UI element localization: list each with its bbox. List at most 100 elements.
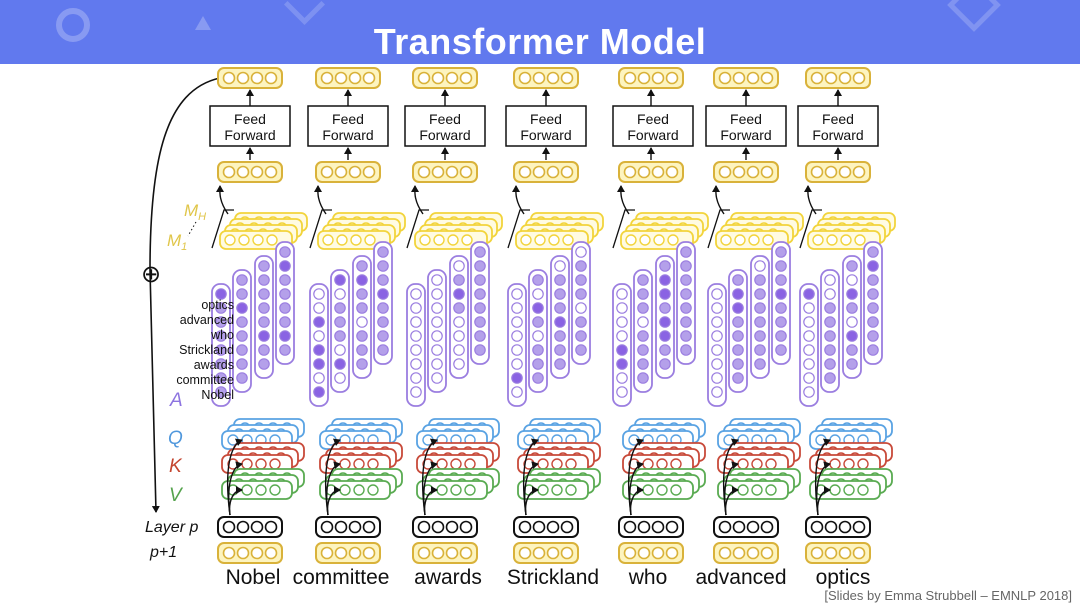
unit-circle	[450, 458, 462, 470]
attention-weight-circle	[258, 274, 270, 286]
title-bar: Transformer Model	[0, 0, 1080, 64]
attention-weight-circle	[775, 288, 787, 300]
attention-weight-circle	[431, 344, 443, 356]
value-stack	[319, 468, 403, 500]
unit-circle	[459, 520, 473, 534]
ffn-output-vector	[217, 67, 283, 89]
attention-weight-circle	[732, 358, 744, 370]
unit-circle	[264, 546, 278, 560]
attention-weight-circle	[637, 372, 649, 384]
attention-weight-circle	[532, 302, 544, 314]
attention-weight-circle	[474, 316, 486, 328]
ffn-output-vector	[513, 67, 579, 89]
attention-weight-circle	[236, 316, 248, 328]
attention-weight-circle	[532, 288, 544, 300]
attention-weight-circle	[659, 358, 671, 370]
head-concat-arrow	[616, 185, 630, 215]
unit-circle	[320, 520, 334, 534]
head-concat-arrow	[313, 185, 327, 215]
unit-circle	[464, 484, 476, 496]
unit-circle	[537, 458, 549, 470]
attention-weight-circle	[215, 372, 227, 384]
unit-circle	[350, 234, 362, 246]
attention-weight-circle	[659, 260, 671, 272]
unit-circle	[857, 458, 869, 470]
attention-matrix	[507, 241, 591, 407]
attention-weight-circle	[532, 358, 544, 370]
attention-weight-circle	[377, 246, 389, 258]
unit-circle	[829, 484, 841, 496]
unit-circle	[551, 484, 563, 496]
attention-weight-circle	[575, 316, 587, 328]
attention-weight-circle	[824, 316, 836, 328]
layer-p1-vector	[217, 542, 283, 564]
attention-weight-circle	[236, 358, 248, 370]
unit-circle	[734, 234, 746, 246]
ffn-input-vector	[217, 161, 283, 183]
unit-circle	[718, 165, 732, 179]
unit-circle	[436, 458, 448, 470]
attention-weight-circle	[258, 330, 270, 342]
attention-weight-circle	[431, 274, 443, 286]
attention-weight-circle	[803, 372, 815, 384]
triangle-decoration	[195, 16, 211, 30]
unit-circle	[810, 71, 824, 85]
attention-weight-circle	[410, 372, 422, 384]
head-bracket	[211, 209, 234, 249]
attention-weight-circle	[334, 316, 346, 328]
attention-weight-circle	[377, 288, 389, 300]
attention-weight-circle	[511, 358, 523, 370]
attention-weight-circle	[258, 288, 270, 300]
unit-circle	[560, 71, 574, 85]
unit-circle	[339, 458, 351, 470]
attention-weight-circle	[680, 330, 692, 342]
attention-weight-circle	[775, 302, 787, 314]
unit-circle	[623, 71, 637, 85]
unit-circle	[546, 520, 560, 534]
unit-circle	[838, 71, 852, 85]
attention-weight-circle	[410, 316, 422, 328]
attention-weight-circle	[279, 344, 291, 356]
attention-weight-circle	[824, 274, 836, 286]
ffn-input-vector	[805, 161, 871, 183]
unit-circle	[532, 546, 546, 560]
attention-weight-circle	[754, 302, 766, 314]
attention-weight-circle	[236, 330, 248, 342]
unit-circle	[532, 71, 546, 85]
attention-weight-circle	[711, 288, 723, 300]
layer-p1-vector-box	[805, 542, 871, 564]
attention-weight-circle	[575, 246, 587, 258]
multihead-stack	[507, 209, 604, 250]
unit-circle	[236, 71, 250, 85]
layer-p1-vector-box	[315, 542, 381, 564]
unit-circle	[546, 546, 560, 560]
attention-weight-circle	[637, 302, 649, 314]
attention-weight-circle	[803, 386, 815, 398]
attention-weight-circle	[511, 330, 523, 342]
layer-p1-vector	[805, 542, 871, 564]
unit-circle	[534, 234, 546, 246]
attention-weight-circle	[356, 344, 368, 356]
layer-p-vector-box	[805, 516, 871, 538]
attention-weight-circle	[313, 330, 325, 342]
unit-circle	[824, 520, 838, 534]
left-residual-arrow	[149, 77, 221, 513]
unit-circle	[824, 71, 838, 85]
head-bracket	[406, 209, 429, 249]
attention-weight-circle	[803, 288, 815, 300]
unit-circle	[762, 234, 774, 246]
unit-circle	[623, 520, 637, 534]
attention-weight-circle	[824, 344, 836, 356]
value-stack	[717, 468, 801, 500]
attention-weight-circle	[258, 302, 270, 314]
unit-circle	[255, 484, 267, 496]
unit-circle	[737, 458, 749, 470]
unit-circle	[826, 234, 838, 246]
attention-weight-circle	[803, 330, 815, 342]
layer-p-vector	[713, 516, 779, 538]
attention-weight-circle	[846, 260, 858, 272]
attention-weight-circle	[680, 260, 692, 272]
label-layer-p: Layer p	[145, 519, 198, 536]
unit-circle	[732, 520, 746, 534]
